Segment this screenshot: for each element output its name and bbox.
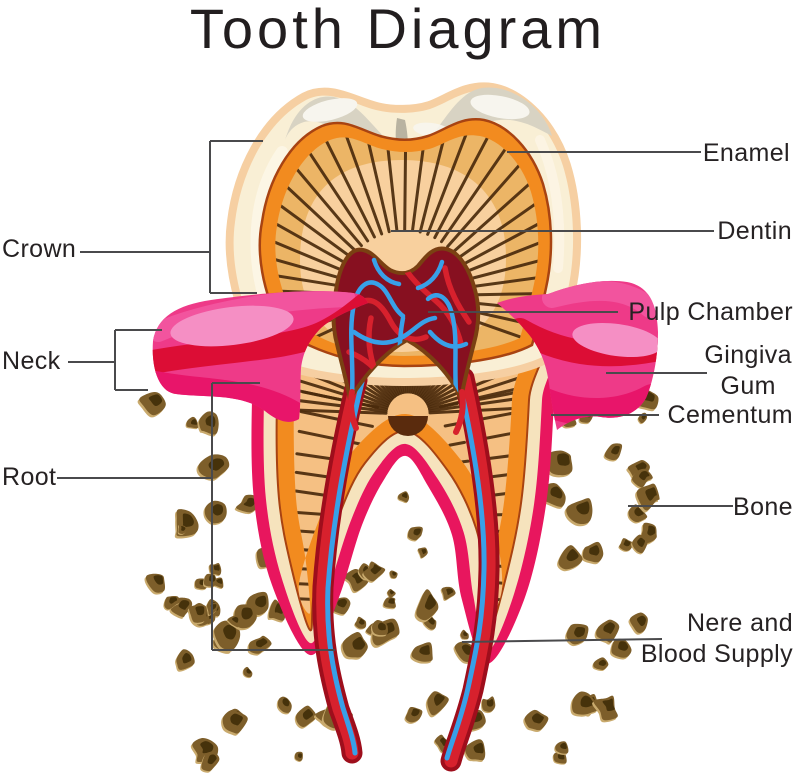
label-root: Root bbox=[2, 463, 57, 491]
gum-shading bbox=[508, 280, 658, 427]
label-dentin: Dentin bbox=[717, 217, 792, 245]
label-cementum: Cementum bbox=[667, 401, 793, 429]
label-enamel: Enamel bbox=[702, 139, 790, 167]
label-bone: Bone bbox=[733, 493, 793, 521]
label-crown: Crown bbox=[2, 235, 77, 263]
label-neck: Neck bbox=[2, 347, 61, 375]
leader-lines bbox=[57, 140, 733, 651]
gingiva bbox=[152, 280, 658, 430]
label-nerve-blood-supply: Nere and Blood Supply bbox=[640, 609, 793, 668]
label-pulp-chamber: Pulp Chamber bbox=[628, 298, 793, 326]
gum bbox=[152, 291, 368, 422]
label-gingiva-gum: Gingiva Gum bbox=[704, 341, 792, 400]
gum bbox=[497, 280, 658, 430]
pulp-chamber bbox=[331, 246, 481, 435]
bone-texture bbox=[137, 379, 660, 773]
root-canals bbox=[312, 367, 500, 772]
leader-line-nerve-blood-supply bbox=[461, 638, 663, 643]
occlusal-surface bbox=[285, 87, 552, 178]
page-title: Tooth Diagram bbox=[189, 0, 607, 60]
pulp-vessels bbox=[346, 257, 472, 397]
